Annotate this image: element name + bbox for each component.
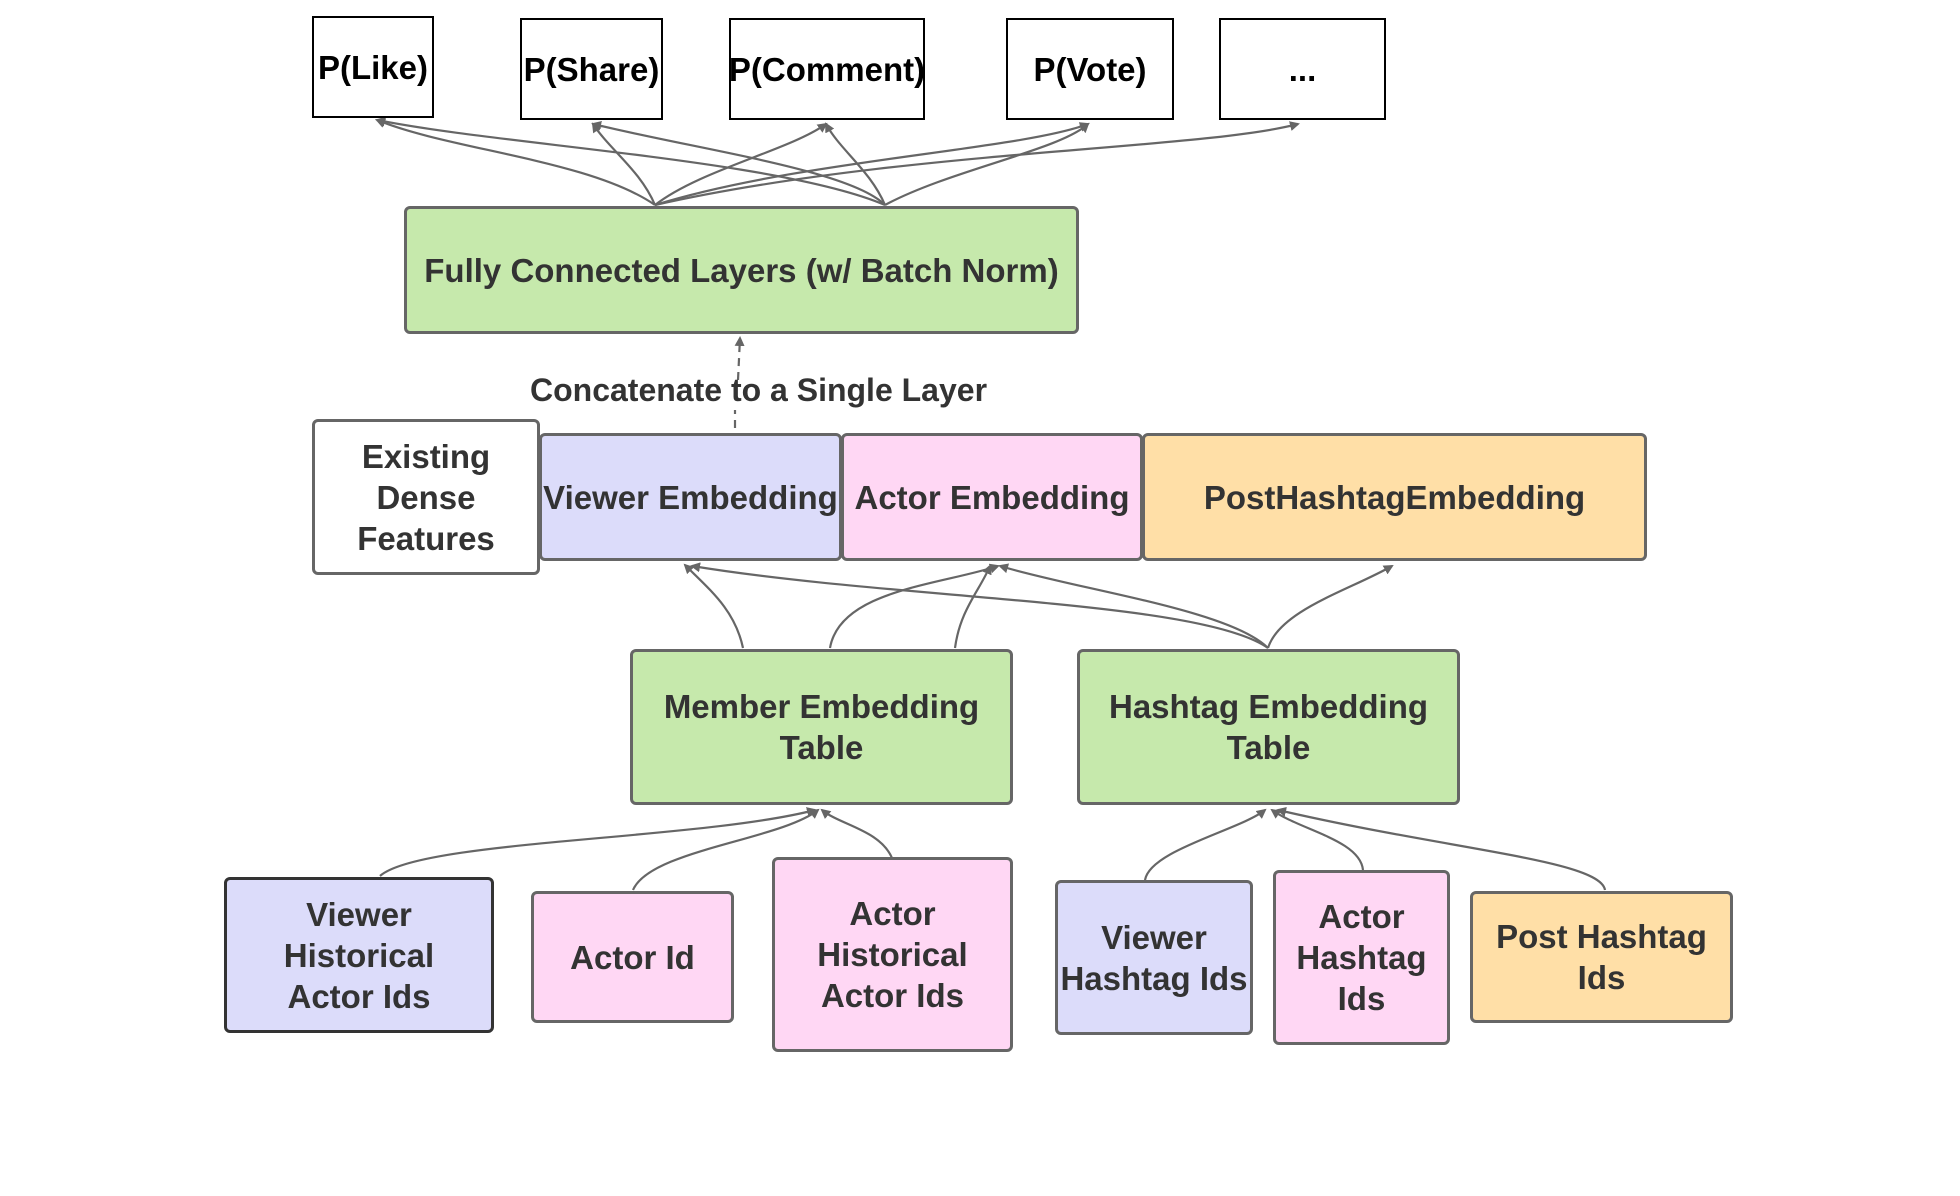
edge-concat-to-fc <box>735 338 740 428</box>
post-hashtag-embedding-node: PostHashtagEmbedding <box>1142 433 1647 561</box>
output-more: ... <box>1219 18 1386 120</box>
member-embedding-table-node: Member Embedding Table <box>630 649 1013 805</box>
edge-fc2-to-share <box>591 121 886 206</box>
edge-hashtag-to-actor <box>998 563 1269 649</box>
edge-member2-to-actor <box>953 564 992 649</box>
output-p-vote: P(Vote) <box>1006 18 1174 120</box>
concatenate-label: Concatenate to a Single Layer <box>530 372 988 408</box>
edge-viewerhist-to-member <box>379 807 817 877</box>
edge-fc2-to-like <box>375 116 886 207</box>
existing-dense-features-node: Existing Dense Features <box>312 419 540 575</box>
edge-fc-to-share <box>591 122 657 206</box>
output-p-comment: P(Comment) <box>729 18 925 120</box>
output-p-like: P(Like) <box>312 16 434 118</box>
fully-connected-layers-node: Fully Connected Layers (w/ Batch Norm) <box>404 206 1079 334</box>
edge-fc-to-more <box>654 121 1300 207</box>
output-p-share: P(Share) <box>520 18 663 120</box>
edge-hashtag-to-viewer <box>690 562 1269 649</box>
actor-embedding-node: Actor Embedding <box>841 433 1143 561</box>
edge-fc2-to-vote <box>884 122 1090 206</box>
edge-fc2-to-comment <box>825 122 887 206</box>
edge-viewerhash-to-hashtag <box>1143 808 1267 881</box>
hashtag-embedding-table-node: Hashtag Embedding Table <box>1077 649 1460 805</box>
post-hashtag-ids-node: Post Hashtag Ids <box>1470 891 1733 1023</box>
edge-fc-to-vote <box>654 122 1090 207</box>
viewer-historical-actor-ids-node: Viewer Historical Actor Ids <box>224 877 494 1033</box>
edge-posthash-to-hashtag <box>1276 806 1607 891</box>
edge-member-to-viewer <box>683 563 745 649</box>
actor-hashtag-ids-node: Actor Hashtag Ids <box>1273 870 1450 1045</box>
edge-member-to-actor <box>828 563 1000 649</box>
edge-hashtag-to-post <box>1266 565 1394 649</box>
edge-fc-to-comment <box>654 122 828 206</box>
actor-id-node: Actor Id <box>531 891 734 1023</box>
viewer-hashtag-ids-node: Viewer Hashtag Ids <box>1055 880 1253 1035</box>
edge-actorid-to-member <box>631 808 820 891</box>
actor-historical-actor-ids-node: Actor Historical Actor Ids <box>772 857 1013 1052</box>
edge-actorhist-to-member <box>820 808 894 859</box>
viewer-embedding-node: Viewer Embedding <box>539 433 842 561</box>
edge-fc-to-like <box>375 118 656 206</box>
